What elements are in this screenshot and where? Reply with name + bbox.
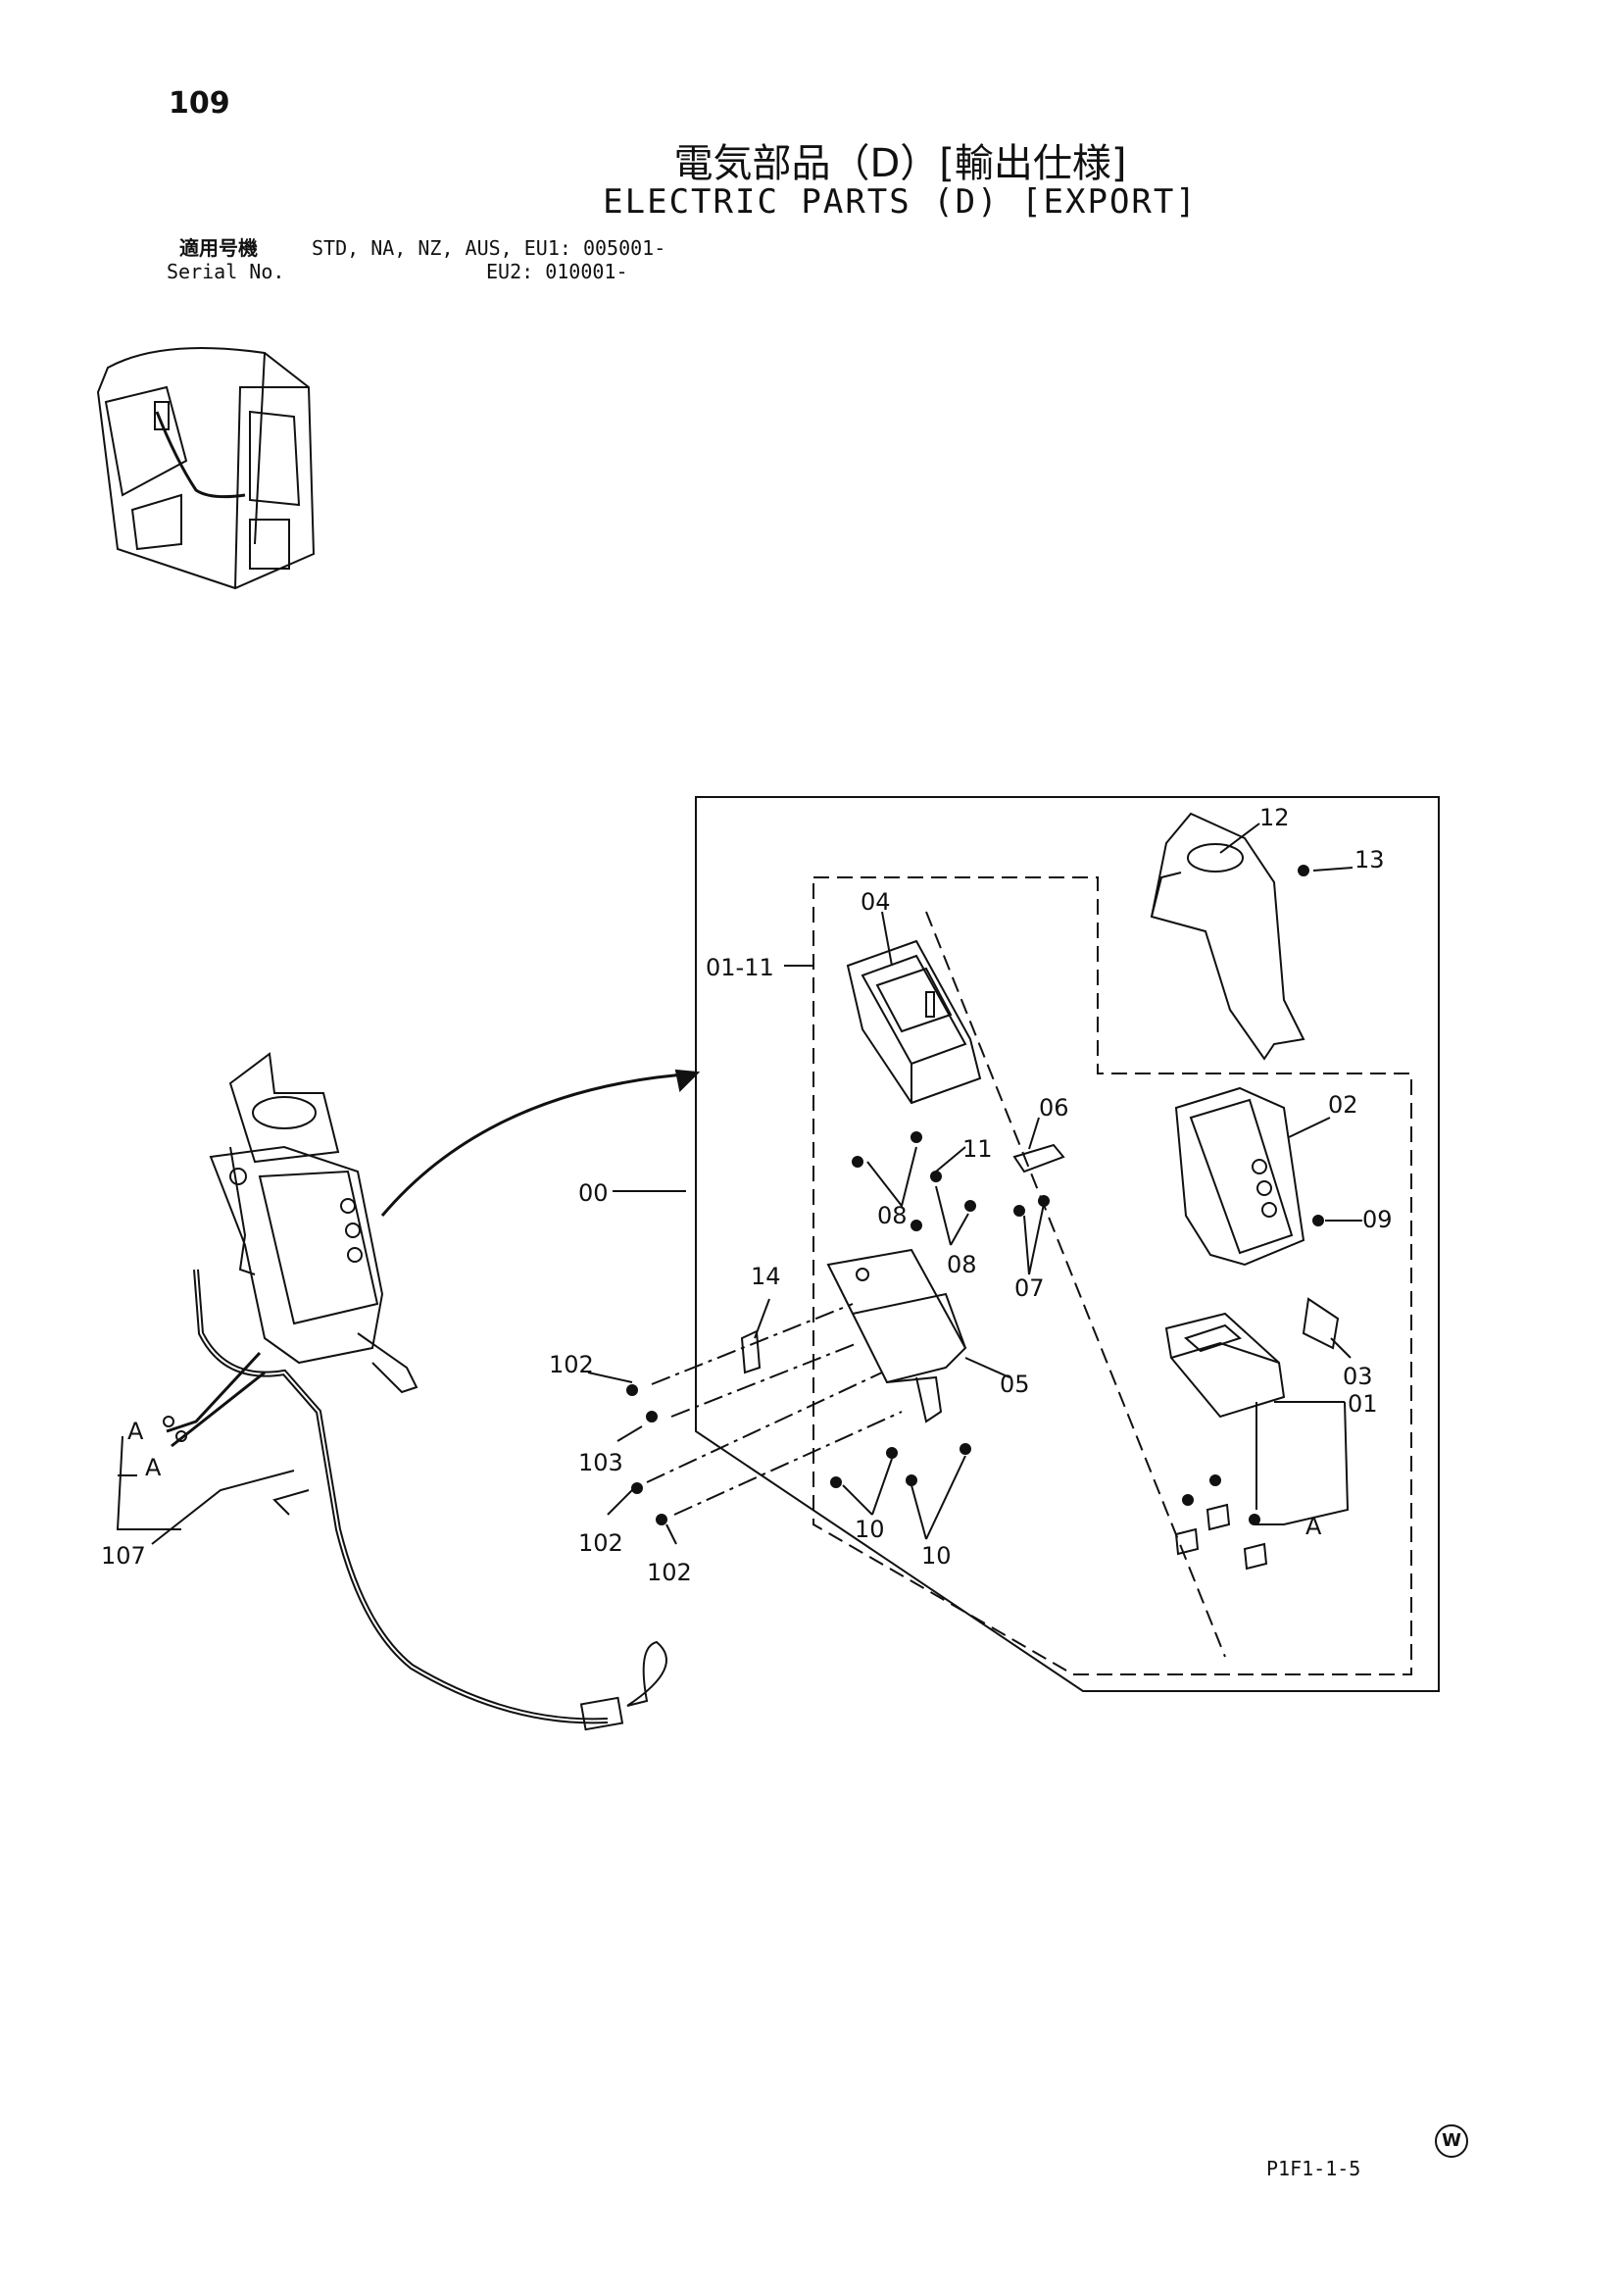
serial-range-eu2: EU2: 010001-	[486, 260, 628, 283]
page-number: 109	[169, 86, 230, 121]
part-02-cover	[1174, 1086, 1305, 1267]
page-title-jp: 電気部品（D）[輸出仕様]	[673, 141, 1127, 186]
grommets-a	[1174, 1503, 1268, 1571]
callout-04: 04	[861, 888, 891, 916]
callout-07: 07	[1014, 1274, 1045, 1302]
callout-102a: 102	[549, 1351, 594, 1378]
callout-05: 05	[1000, 1371, 1030, 1398]
part-01-controller	[1164, 1312, 1286, 1419]
subassembly-frame	[812, 876, 1412, 1675]
part-14-clip	[740, 1329, 762, 1374]
part-03-bracket	[1302, 1297, 1340, 1350]
callout-09: 09	[1362, 1206, 1393, 1233]
callout-12: 12	[1259, 804, 1290, 831]
callout-08b: 08	[947, 1251, 977, 1278]
serial-range-eu1: STD, NA, NZ, AUS, EU1: 005001-	[312, 236, 666, 260]
callout-13: 13	[1354, 846, 1385, 873]
assembled-unit-illustration	[209, 1052, 418, 1394]
callout-01: 01	[1348, 1390, 1378, 1418]
callout-06: 06	[1039, 1094, 1069, 1122]
callout-14: 14	[751, 1263, 781, 1290]
part-04-case	[846, 939, 982, 1105]
callout-107: 107	[101, 1542, 146, 1570]
callout-labels: 00 01-11 01 02 03 04 05 06 07 08 08 09 1…	[101, 804, 1393, 1586]
callout-10a: 10	[855, 1516, 885, 1543]
serial-label-en: Serial No.	[167, 260, 285, 283]
callout-03: 03	[1343, 1363, 1373, 1390]
part-05-bracket	[826, 1248, 967, 1423]
callout-00: 00	[578, 1179, 609, 1207]
part-06-plate	[1012, 1143, 1065, 1173]
wire-harness-107	[163, 1269, 667, 1731]
callout-102c: 102	[647, 1559, 692, 1586]
w-mark-icon: W	[1435, 2124, 1468, 2158]
callout-a3: A	[1305, 1513, 1322, 1540]
drawing-code: P1F1-1-5	[1266, 2157, 1361, 2180]
part-12-duct	[1150, 812, 1305, 1061]
serial-label-jp: 適用号機	[179, 236, 258, 260]
assembly-frame	[695, 796, 1440, 1692]
callout-02: 02	[1328, 1091, 1358, 1119]
page-title-en: ELECTRIC PARTS (D) [EXPORT]	[603, 182, 1198, 222]
alignment-lines	[646, 1303, 903, 1516]
callout-103: 103	[578, 1449, 623, 1476]
callout-a2: A	[145, 1454, 162, 1481]
callout-a1: A	[127, 1418, 144, 1445]
callout-11: 11	[962, 1135, 993, 1163]
callout-102b: 102	[578, 1529, 623, 1557]
cab-location-thumbnail	[96, 347, 316, 590]
callout-10b: 10	[921, 1542, 952, 1570]
callout-08a: 08	[877, 1202, 908, 1229]
callout-01-11: 01-11	[706, 954, 774, 981]
leader-lines	[116, 823, 1362, 1545]
